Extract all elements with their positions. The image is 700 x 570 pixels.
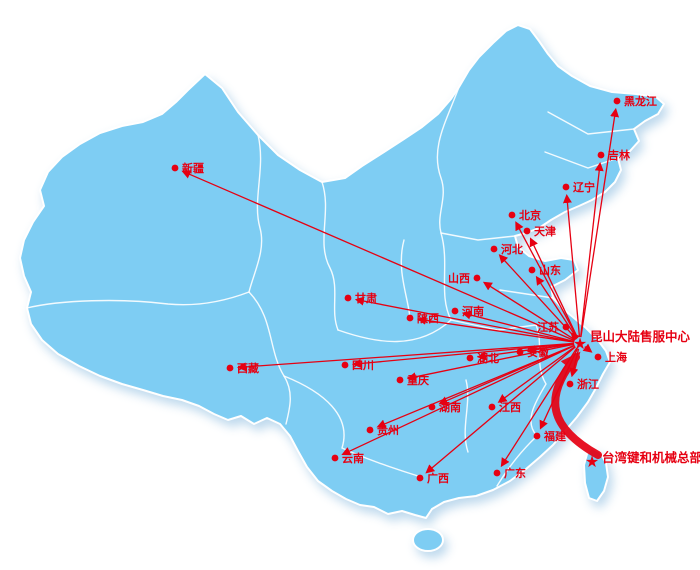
location-label: 吉林 (608, 148, 630, 162)
location-dot (344, 294, 352, 302)
location-dot (341, 361, 349, 369)
location-label: 四川 (352, 359, 374, 372)
taiwan-star-icon: ★ (585, 452, 599, 471)
taiwan-hq-label: 台湾键和机械总部 (602, 450, 700, 465)
location-dot (366, 426, 374, 434)
route-arrow (515, 221, 578, 339)
location-label: 湖北 (477, 351, 499, 365)
location-dot (562, 323, 570, 331)
route-arrow (341, 344, 575, 456)
route-arrow (406, 343, 575, 382)
location-label: 陕西 (417, 311, 439, 325)
location-label: 福建 (543, 429, 567, 443)
location-dot (396, 376, 404, 384)
location-label: 甘肃 (355, 291, 377, 305)
route-arrow (181, 170, 575, 342)
location-dot (171, 164, 179, 172)
hub-label: 昆山大陆售服中心 (590, 329, 691, 344)
route-arrow (498, 254, 577, 340)
route-arrow (526, 343, 575, 355)
mainland-china-shape (19, 24, 665, 519)
route-arrow (351, 342, 575, 368)
location-label: 天津 (534, 224, 556, 238)
route-arrow (580, 161, 604, 338)
location-dot (451, 307, 459, 315)
location-label: 新疆 (182, 161, 204, 175)
hainan-island-shape (412, 528, 444, 552)
location-label: 贵州 (377, 423, 399, 437)
route-arrow (582, 343, 593, 353)
location-dot (613, 97, 621, 105)
route-arrow (562, 193, 581, 338)
location-dot (516, 348, 524, 356)
location-label: 广东 (504, 466, 526, 480)
location-label: 上海 (605, 350, 627, 364)
location-dot (466, 354, 474, 362)
taiwan-to-hub-arrow (551, 351, 602, 459)
route-arrow (236, 342, 575, 372)
route-arrow (580, 107, 620, 338)
location-label: 重庆 (407, 373, 429, 387)
map-landmass-group (19, 24, 665, 552)
location-dot (533, 432, 541, 440)
location-dot (562, 183, 570, 191)
location-dot (523, 227, 531, 235)
route-arrow (529, 237, 579, 338)
location-label: 广西 (427, 471, 449, 485)
location-label: 江西 (499, 400, 521, 414)
location-dot (473, 274, 481, 282)
location-dot (493, 469, 501, 477)
route-arrow (425, 346, 576, 474)
location-dot (508, 211, 516, 219)
location-dot (594, 353, 602, 361)
hub-star-icon: ★ (573, 334, 587, 353)
route-arrow (438, 344, 575, 405)
location-label: 江苏 (537, 320, 559, 334)
location-dot (597, 151, 605, 159)
location-dot (490, 245, 498, 253)
location-dot (331, 454, 339, 462)
location-dot (406, 314, 414, 322)
location-dot (528, 266, 536, 274)
location-label: 辽宁 (573, 180, 595, 194)
route-arrow (354, 296, 575, 343)
location-label: 云南 (342, 451, 364, 465)
taiwan-island-shape (583, 447, 609, 502)
location-label: 河北 (501, 242, 523, 256)
location-dot (416, 474, 424, 482)
location-dot (428, 403, 436, 411)
location-label: 黑龙江 (624, 94, 657, 108)
location-dot (488, 403, 496, 411)
location-label: 山西 (448, 271, 470, 285)
route-arrow (461, 310, 575, 343)
location-dot (566, 380, 574, 388)
location-label: 北京 (519, 208, 541, 222)
location-label: 山东 (539, 263, 561, 277)
route-arrow (482, 281, 576, 341)
province-borders (26, 86, 635, 487)
location-label: 安徽 (527, 345, 550, 359)
location-label: 湖南 (439, 400, 461, 414)
location-label: 西藏 (237, 361, 259, 375)
location-label: 浙江 (577, 377, 599, 391)
route-arrow (416, 315, 575, 343)
location-label: 河南 (462, 304, 484, 318)
route-arrow (535, 275, 578, 339)
location-dot (226, 364, 234, 372)
